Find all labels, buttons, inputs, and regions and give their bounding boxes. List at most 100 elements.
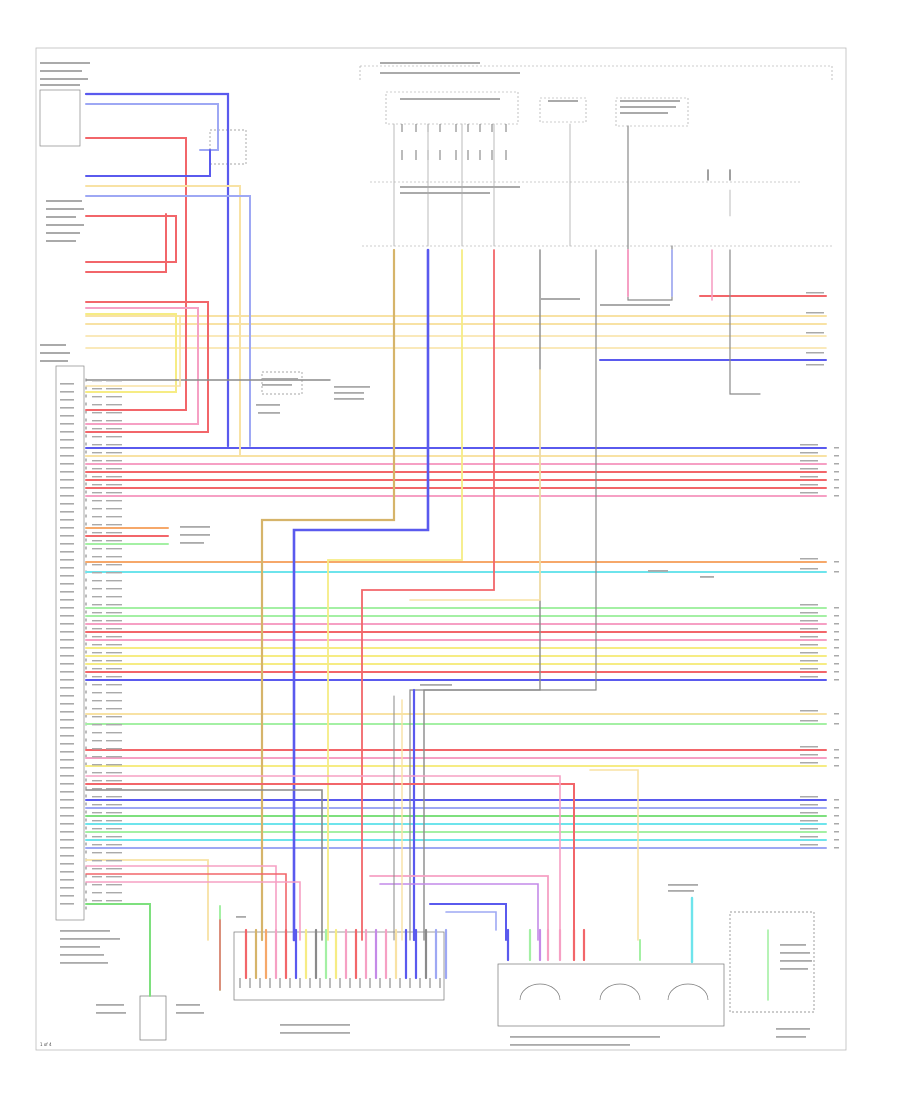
label-mark: [510, 1036, 660, 1038]
left-modules: [39, 89, 303, 921]
drop-wire: [361, 249, 495, 941]
label-mark: [256, 404, 280, 406]
pin-label: [106, 460, 122, 462]
wire-code: [800, 676, 818, 678]
wire-code: [800, 492, 818, 494]
label-mark: [40, 78, 88, 80]
pin-label: [106, 476, 122, 478]
pin-label: [60, 759, 74, 761]
pin-label: [60, 823, 74, 825]
wire-code: [834, 663, 839, 665]
pin-label: [60, 631, 74, 633]
label-mark: [780, 952, 810, 954]
pin-label: [106, 484, 122, 486]
wire-code: [800, 652, 818, 654]
bus-stub: [729, 249, 761, 395]
lower-wire: [85, 789, 323, 941]
label-mark: [180, 526, 210, 528]
label-mark: [620, 112, 668, 114]
wire-code: [834, 471, 839, 473]
pin-label: [92, 532, 102, 534]
pin-label: [60, 639, 74, 641]
pin-label: [60, 863, 74, 865]
pin-label: [60, 623, 74, 625]
lower-wire: [379, 883, 539, 941]
label-mark: [400, 192, 490, 194]
label-mark: [548, 100, 578, 102]
loop-wire: [85, 149, 211, 177]
label-mark: [236, 916, 246, 918]
wire-code: [834, 631, 839, 633]
pin-label: [92, 668, 102, 670]
pin-label: [92, 644, 102, 646]
label-mark: [620, 100, 680, 102]
pin-label: [60, 399, 74, 401]
corner-label: 1 of 4: [40, 1042, 52, 1047]
wire-code: [800, 844, 818, 846]
pin-label: [60, 879, 74, 881]
loop-wire: [85, 301, 209, 433]
wire-code: [834, 847, 839, 849]
pin-label: [92, 836, 102, 838]
wire-code: [800, 754, 818, 756]
wire-code: [800, 444, 818, 446]
pin-label: [106, 852, 122, 854]
pin-label: [92, 756, 102, 758]
wire-code: [834, 571, 839, 573]
pin-label: [106, 444, 122, 446]
connector-pins: [85, 124, 507, 988]
pin-label: [60, 751, 74, 753]
label-mark: [334, 386, 370, 388]
pin-label: [92, 460, 102, 462]
pin-label: [92, 596, 102, 598]
pin-label: [60, 663, 74, 665]
wire-code: [800, 612, 818, 614]
label-mark: [420, 684, 452, 686]
pin-label: [92, 804, 102, 806]
pin-label: [92, 892, 102, 894]
pin-label: [92, 420, 102, 422]
top-module-boxes: [359, 65, 833, 247]
pin-label: [92, 820, 102, 822]
pin-label: [92, 684, 102, 686]
pin-label: [92, 468, 102, 470]
wire-code: [800, 558, 818, 560]
pin-label: [106, 508, 122, 510]
label-mark: [60, 954, 104, 956]
bottom-components: [139, 911, 815, 1041]
pin-label: [106, 804, 122, 806]
pin-label: [92, 884, 102, 886]
pin-label: [106, 604, 122, 606]
wire-code: [834, 839, 839, 841]
pin-label: [92, 508, 102, 510]
pin-label: [106, 412, 122, 414]
pin-label: [92, 588, 102, 590]
wire-code: [800, 460, 818, 462]
pin-label: [92, 740, 102, 742]
diagram-frame: [35, 47, 847, 1051]
lower-wire: [445, 911, 497, 931]
label-mark: [400, 98, 500, 100]
wire-code: [800, 820, 818, 822]
pin-label: [106, 388, 122, 390]
label-mark: [180, 534, 210, 536]
wire-code: [800, 836, 818, 838]
pin-label: [92, 772, 102, 774]
pin-label: [92, 748, 102, 750]
pin-label: [92, 900, 102, 902]
wire-code: [800, 710, 818, 712]
wire-code: [800, 746, 818, 748]
pin-label: [60, 447, 74, 449]
wire-code: [800, 668, 818, 670]
wire-code: [834, 447, 839, 449]
pin-label: [60, 679, 74, 681]
label-mark: [46, 216, 76, 218]
wire-code: [834, 615, 839, 617]
pin-label: [60, 583, 74, 585]
wire-code: [834, 713, 839, 715]
pin-label: [106, 828, 122, 830]
wire-code: [834, 623, 839, 625]
pin-label: [60, 791, 74, 793]
pin-label: [106, 588, 122, 590]
